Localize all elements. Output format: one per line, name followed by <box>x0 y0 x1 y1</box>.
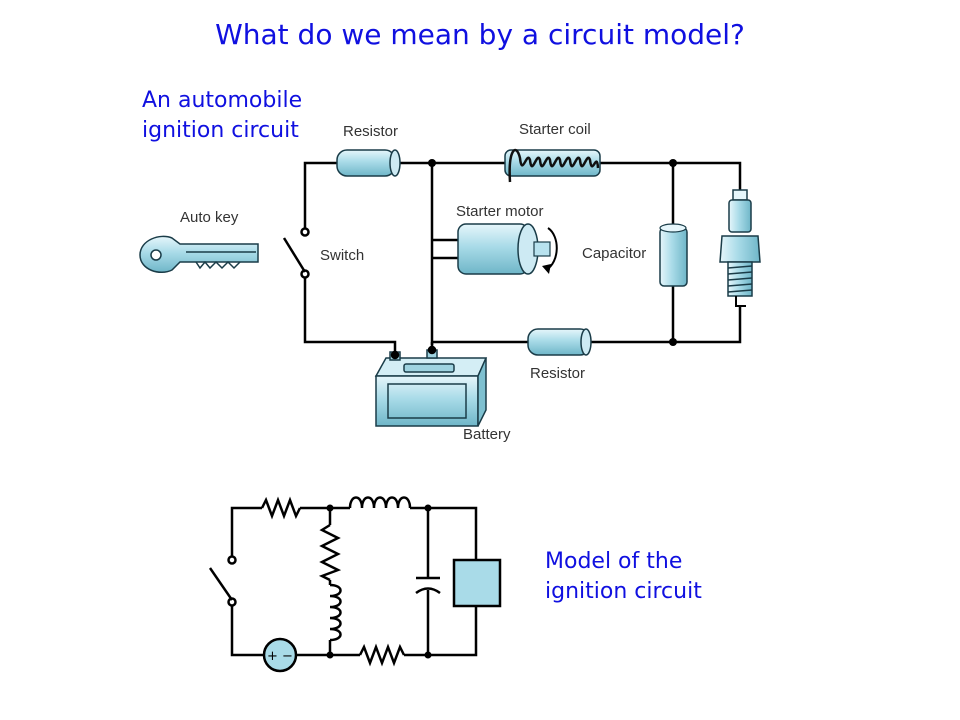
inductor-symbol-vertical <box>329 583 342 642</box>
label-battery: Battery <box>463 426 511 443</box>
top-caption-line2: ignition circuit <box>142 118 299 143</box>
battery-pictorial <box>374 349 488 427</box>
capacitor-pictorial <box>659 223 688 287</box>
resistor-symbol-vertical <box>318 523 342 582</box>
model-caption: Model of the ignition circuit <box>545 547 702 607</box>
battery-terminal-wire <box>390 342 437 360</box>
label-resistor-bottom: Resistor <box>530 365 586 382</box>
inductor-symbol-top <box>348 496 412 509</box>
label-capacitor: Capacitor <box>582 245 647 262</box>
resistor-top-pictorial <box>336 149 401 177</box>
auto-key-icon <box>139 235 259 274</box>
schematic-junctions <box>326 504 432 659</box>
model-caption-line1: Model of the <box>545 549 683 574</box>
top-caption-line1: An automobile <box>142 88 303 113</box>
label-resistor-top: Resistor <box>343 123 399 140</box>
junction-dots <box>428 159 677 346</box>
resistor-symbol-bottom <box>358 643 406 667</box>
label-starter-motor: Starter motor <box>456 203 544 220</box>
model-caption-line2: ignition circuit <box>545 579 702 604</box>
page-title: What do we mean by a circuit model? <box>215 18 745 51</box>
voltage-source-polarity: + − <box>267 649 293 664</box>
starter-motor-pictorial <box>457 223 558 275</box>
spark-plug-pictorial <box>719 189 761 307</box>
schematic-wires <box>230 506 478 657</box>
starter-coil-pictorial <box>504 148 601 183</box>
load-box-symbol <box>452 558 502 608</box>
top-caption: An automobile ignition circuit <box>142 86 302 146</box>
switch-pictorial <box>282 227 310 279</box>
resistor-symbol-top <box>260 496 302 520</box>
voltage-source-symbol: + − <box>262 637 298 673</box>
label-starter-coil: Starter coil <box>519 121 591 138</box>
capacitor-symbol <box>415 576 441 595</box>
switch-symbol <box>208 555 237 607</box>
label-auto-key: Auto key <box>180 209 239 226</box>
pictorial-wires <box>303 161 742 355</box>
label-switch: Switch <box>320 247 365 264</box>
resistor-bottom-pictorial <box>527 328 592 356</box>
